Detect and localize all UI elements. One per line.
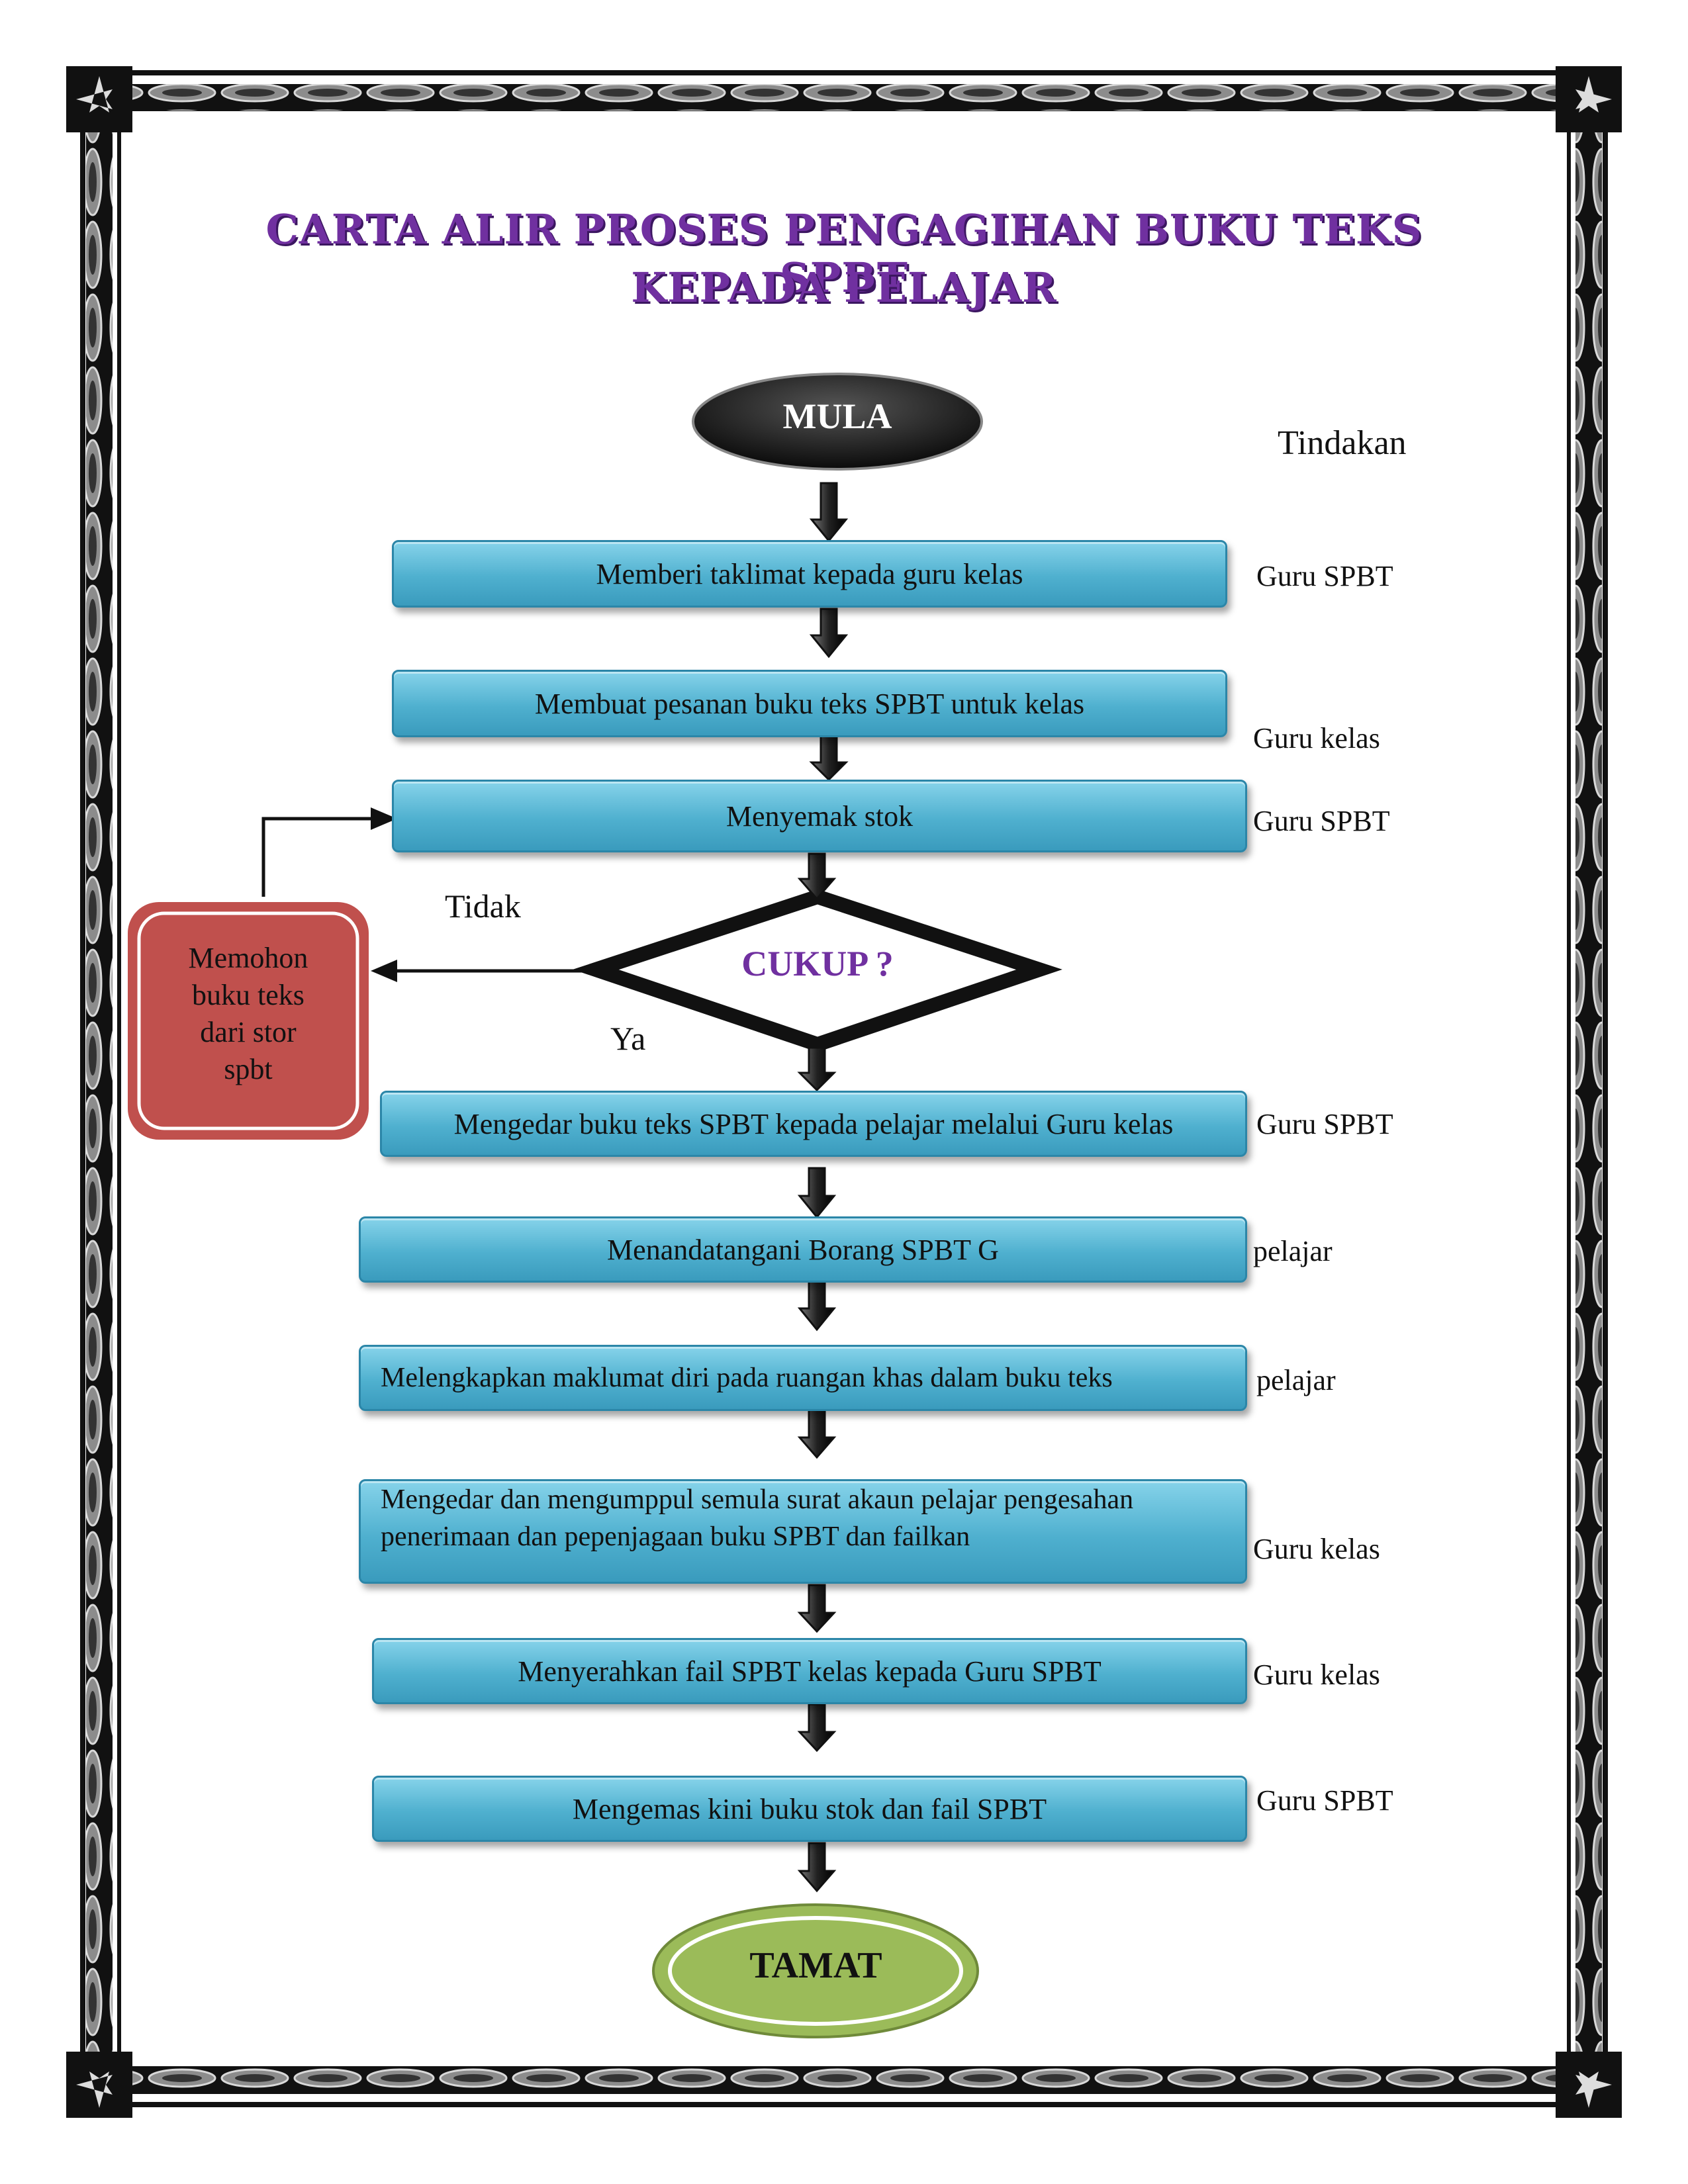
step-text: Menyerahkan fail SPBT kelas kepada Guru … <box>518 1655 1102 1688</box>
step-box: Membuat pesanan buku teks SPBT untuk kel… <box>392 670 1227 737</box>
step-text: Menandatangani Borang SPBT G <box>607 1233 999 1266</box>
step-box: Menyerahkan fail SPBT kelas kepada Guru … <box>372 1638 1247 1704</box>
arrowhead-left-icon <box>371 960 397 982</box>
side-box-line: spbt <box>224 1053 273 1085</box>
step-actor: Guru SPBT <box>1256 1784 1393 1817</box>
corner-ornament-icon <box>66 66 132 132</box>
step-actor: Guru kelas <box>1253 1533 1380 1565</box>
step-text: Melengkapkan maklumat diri pada ruangan … <box>381 1363 1113 1393</box>
down-arrow-icon <box>797 1408 837 1459</box>
step-text: Menyemak stok <box>726 799 914 833</box>
step-text: Mengemas kini buku stok dan fail SPBT <box>572 1792 1047 1825</box>
page-title-line1: CARTA ALIR PROSES PENGAGIHAN BUKU TEKS S… <box>265 205 1423 302</box>
down-arrow-icon <box>797 1584 837 1633</box>
step-actor: pelajar <box>1253 1235 1333 1267</box>
side-box-shape <box>128 902 369 1140</box>
step-actor: Guru SPBT <box>1253 805 1390 837</box>
end-node <box>652 1903 979 2038</box>
step-box: Mengemas kini buku stok dan fail SPBT <box>372 1776 1247 1842</box>
side-box-line: Memohon <box>188 942 308 974</box>
corner-ornament-icon <box>1556 2052 1622 2118</box>
step-actor: pelajar <box>1256 1364 1336 1396</box>
decision-label: CUKUP ? <box>741 944 894 983</box>
step-box: Mengedar buku teks SPBT kepada pelajar m… <box>380 1091 1247 1157</box>
step-actor: Guru SPBT <box>1256 560 1393 592</box>
arrowhead-right-icon <box>371 807 397 830</box>
side-box-line: dari stor <box>200 1016 297 1048</box>
decision-yes-label: Ya <box>610 1020 646 1057</box>
decision-no-label: Tidak <box>445 887 521 925</box>
step-box: Menandatangani Borang SPBT G <box>359 1216 1247 1283</box>
start-node <box>692 373 983 471</box>
step-actor: Guru SPBT <box>1256 1108 1393 1140</box>
down-arrow-icon <box>797 1167 837 1219</box>
step-text: Membuat pesanan buku teks SPBT untuk kel… <box>534 687 1085 720</box>
down-arrow-icon <box>809 482 849 543</box>
down-arrow-icon <box>797 852 837 901</box>
decision-node <box>573 889 1062 1052</box>
step-text: Memberi taklimat kepada guru kelas <box>596 557 1023 590</box>
side-box-text: Memohon buku teks dari stor spbt <box>129 940 367 1088</box>
step-box: Memberi taklimat kepada guru kelas <box>392 540 1227 608</box>
start-label: MULA <box>782 396 892 436</box>
column-header-tindakan: Tindakan <box>1278 424 1407 462</box>
down-arrow-icon <box>809 608 849 659</box>
down-arrow-icon <box>797 1842 837 1893</box>
corner-ornament-icon <box>1556 66 1622 132</box>
end-label: TAMAT <box>749 1945 882 1986</box>
page-title-line2: KEPADA PELAJAR <box>631 263 1057 312</box>
step-text-line2: penerimaan dan pepenjagaan buku SPBT dan… <box>381 1522 970 1552</box>
step-box: Menyemak stok <box>392 780 1247 852</box>
step-text: Mengedar buku teks SPBT kepada pelajar m… <box>453 1107 1174 1140</box>
corner-ornament-icon <box>66 2052 132 2118</box>
down-arrow-icon <box>797 1703 837 1752</box>
step-actor: Guru kelas <box>1253 1659 1380 1691</box>
side-box-line: buku teks <box>192 979 305 1011</box>
step-box: Mengedar dan mengumppul semula surat aka… <box>359 1479 1247 1584</box>
step-box: Melengkapkan maklumat diri pada ruangan … <box>359 1345 1247 1411</box>
down-arrow-icon <box>809 733 849 782</box>
step-actor: Guru kelas <box>1253 722 1380 754</box>
down-arrow-icon <box>797 1046 837 1092</box>
step-text-line1: Mengedar dan mengumppul semula surat aka… <box>381 1484 1134 1515</box>
down-arrow-icon <box>797 1279 837 1332</box>
